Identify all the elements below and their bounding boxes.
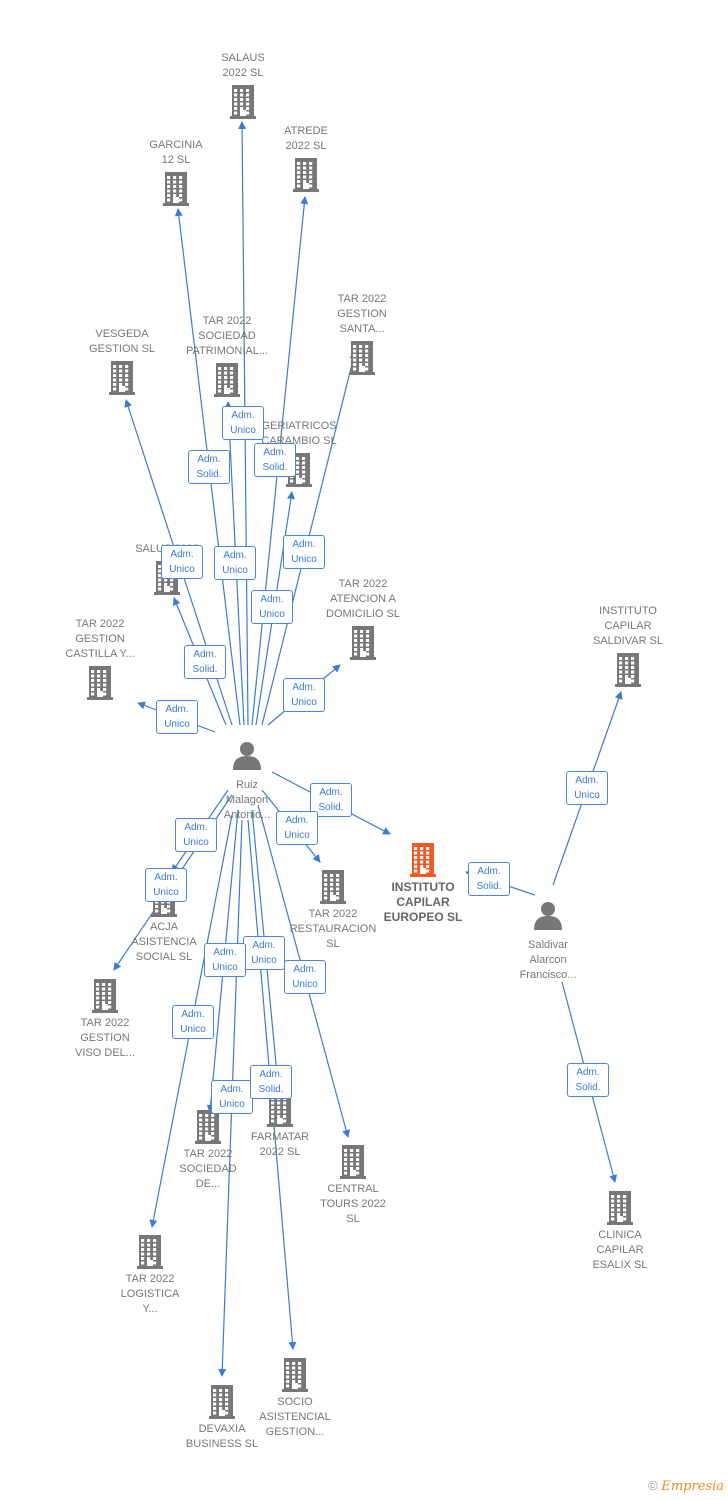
person-node-saldivar-p[interactable]: Saldivar Alarcon Francisco... — [488, 900, 608, 983]
role-badge[interactable]: Adm. Unico — [156, 700, 198, 734]
role-badge[interactable]: Adm. Unico — [222, 406, 264, 440]
role-badge[interactable]: Adm. Solid. — [188, 450, 230, 484]
company-node-vesgeda[interactable]: VESGEDA GESTION SL — [62, 327, 182, 395]
role-badge[interactable]: Adm. Unico — [283, 535, 325, 569]
building-icon — [568, 653, 688, 687]
person-node-ruiz[interactable]: Ruiz Malagon Antonio... — [187, 740, 307, 823]
node-label: Ruiz Malagon Antonio... — [223, 779, 271, 821]
node-label: TAR 2022 GESTION CASTILLA Y... — [65, 618, 135, 660]
role-badge[interactable]: Adm. Unico — [276, 811, 318, 845]
role-badge[interactable]: Adm. Unico — [161, 545, 203, 579]
company-node-clinica-esalix[interactable]: CLINICA CAPILAR ESALIX SL — [560, 1191, 680, 1273]
node-label: FARMATAR 2022 SL — [250, 1131, 310, 1158]
company-node-salaus[interactable]: SALAUS 2022 SL — [183, 51, 303, 119]
building-icon — [273, 870, 393, 904]
brand-logo[interactable]: Empresia — [661, 1479, 724, 1494]
role-badge[interactable]: Adm. Unico — [172, 1005, 214, 1039]
building-icon — [90, 1235, 210, 1269]
node-label: CENTRAL TOURS 2022 SL — [320, 1183, 386, 1225]
node-label: ATREDE 2022 SL — [284, 125, 328, 152]
building-icon — [62, 361, 182, 395]
company-node-tar-viso[interactable]: TAR 2022 GESTION VISO DEL... — [45, 979, 165, 1061]
building-icon — [560, 1191, 680, 1225]
node-label: INSTITUTO CAPILAR EUROPEO SL — [383, 880, 463, 924]
role-badge[interactable]: Adm. Unico — [145, 868, 187, 902]
node-label: TAR 2022 SOCIEDAD PATRIMONIAL... — [185, 315, 269, 357]
building-icon — [293, 1145, 413, 1179]
node-label: INSTITUTO CAPILAR SALDIVAR SL — [592, 605, 664, 647]
company-node-tar-restauracion[interactable]: TAR 2022 RESTAURACION SL — [273, 870, 393, 952]
building-icon — [167, 363, 287, 397]
node-label: TAR 2022 RESTAURACION SL — [289, 908, 377, 950]
company-node-devaxia[interactable]: DEVAXIA BUSINESS SL — [162, 1385, 282, 1452]
role-badge[interactable]: Adm. Unico — [214, 546, 256, 580]
company-node-instituto-europeo[interactable]: INSTITUTO CAPILAR EUROPEO SL — [363, 843, 483, 925]
company-node-tar-atencion[interactable]: TAR 2022 ATENCION A DOMICILIO SL — [303, 577, 423, 660]
building-icon — [148, 1110, 268, 1144]
company-node-tar-sociedad-de[interactable]: TAR 2022 SOCIEDAD DE... — [148, 1110, 268, 1192]
building-icon — [246, 158, 366, 192]
company-node-central-tours[interactable]: CENTRAL TOURS 2022 SL — [293, 1145, 413, 1227]
node-label: ACJA ASISTENCIA SOCIAL SL — [131, 921, 197, 963]
role-badge[interactable]: Adm. Unico — [204, 943, 246, 977]
node-label: SALAUS 2022 SL — [221, 52, 265, 79]
company-node-tar-logistica[interactable]: TAR 2022 LOGISTICA Y... — [90, 1235, 210, 1317]
building-icon — [45, 979, 165, 1013]
node-label: SOCIO ASISTENCIAL GESTION... — [259, 1396, 331, 1438]
company-node-atrede[interactable]: ATREDE 2022 SL — [246, 124, 366, 192]
node-label: CLINICA CAPILAR ESALIX SL — [592, 1229, 648, 1271]
building-icon — [302, 341, 422, 375]
node-label: Saldivar Alarcon Francisco... — [519, 939, 577, 981]
company-node-tar-castilla[interactable]: TAR 2022 GESTION CASTILLA Y... — [40, 617, 160, 700]
company-node-socio-asistencial[interactable]: SOCIO ASISTENCIAL GESTION... — [235, 1358, 355, 1440]
role-badge[interactable]: Adm. Solid. — [250, 1065, 292, 1099]
node-label: VESGEDA GESTION SL — [88, 328, 156, 355]
company-node-farmatar[interactable]: FARMATAR 2022 SL — [220, 1093, 340, 1160]
role-badge[interactable]: Adm. Unico — [243, 936, 285, 970]
company-node-tar-patrimonial[interactable]: TAR 2022 SOCIEDAD PATRIMONIAL... — [167, 314, 287, 397]
role-badge[interactable]: Adm. Unico — [175, 818, 217, 852]
building-icon — [363, 843, 483, 877]
role-badge[interactable]: Adm. Unico — [251, 590, 293, 624]
building-icon — [235, 1358, 355, 1392]
person-icon — [488, 900, 608, 935]
role-badge[interactable]: Adm. Solid. — [468, 862, 510, 896]
node-label: GARCINIA 12 SL — [149, 139, 203, 166]
role-badge[interactable]: Adm. Solid. — [567, 1063, 609, 1097]
role-badge[interactable]: Adm. Unico — [284, 960, 326, 994]
role-badge[interactable]: Adm. Solid. — [184, 645, 226, 679]
copyright-footer: © Empresia — [648, 1478, 724, 1494]
role-badge[interactable]: Adm. Solid. — [254, 443, 296, 477]
company-node-garcinia[interactable]: GARCINIA 12 SL — [116, 138, 236, 206]
node-label: DEVAXIA BUSINESS SL — [185, 1423, 259, 1450]
building-icon — [116, 172, 236, 206]
node-label: TAR 2022 LOGISTICA Y... — [120, 1273, 180, 1315]
node-label: TAR 2022 GESTION VISO DEL... — [75, 1017, 135, 1059]
role-badge[interactable]: Adm. Unico — [566, 771, 608, 805]
copyright-symbol: © — [648, 1478, 658, 1493]
node-label: TAR 2022 SOCIEDAD DE... — [179, 1148, 237, 1190]
building-icon — [40, 666, 160, 700]
building-icon — [162, 1385, 282, 1419]
node-label: TAR 2022 ATENCION A DOMICILIO SL — [326, 578, 400, 620]
company-node-instituto-saldivar[interactable]: INSTITUTO CAPILAR SALDIVAR SL — [568, 604, 688, 687]
role-badge[interactable]: Adm. Unico — [211, 1080, 253, 1114]
node-label: TAR 2022 GESTION SANTA... — [337, 293, 387, 335]
building-icon — [183, 85, 303, 119]
role-badge[interactable]: Adm. Unico — [283, 678, 325, 712]
company-node-tar-santa[interactable]: TAR 2022 GESTION SANTA... — [302, 292, 422, 375]
person-icon — [187, 740, 307, 775]
building-icon — [303, 626, 423, 660]
